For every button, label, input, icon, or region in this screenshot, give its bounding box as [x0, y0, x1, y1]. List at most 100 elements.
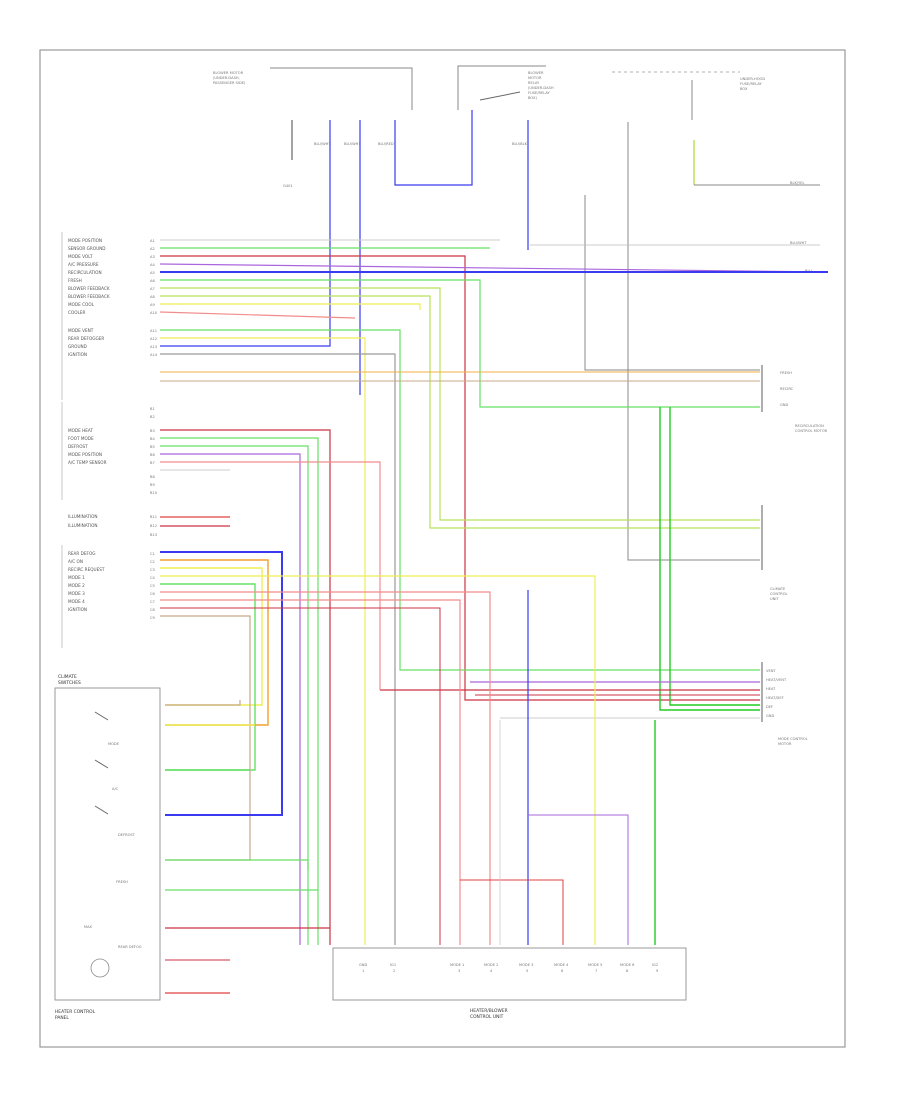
- svg-text:3: 3: [458, 969, 460, 973]
- svg-text:A/C ON: A/C ON: [68, 559, 83, 564]
- relay-label-2: MOTOR: [528, 76, 542, 80]
- pin-row: B9: [150, 483, 155, 487]
- relay-label-4: (UNDER-DASH: [528, 86, 554, 90]
- bottom-pin: MODE 68: [620, 963, 635, 973]
- mode-pin-1: VENT: [766, 669, 776, 673]
- pin-row: B1: [150, 407, 155, 411]
- svg-text:MODE 3: MODE 3: [68, 591, 85, 596]
- svg-text:A14: A14: [150, 353, 158, 357]
- svg-text:MODE 2: MODE 2: [484, 963, 498, 967]
- svg-text:SENSOR GROUND: SENSOR GROUND: [68, 246, 106, 251]
- heater-unit-label-1: HEATER CONTROL: [55, 1009, 96, 1015]
- hvac-label-3: UNIT: [770, 597, 779, 601]
- svg-text:6: 6: [561, 969, 564, 973]
- pin-row: MODE VOLT A3: [68, 254, 155, 259]
- pin-row: ILLUMINATION B11: [68, 514, 157, 519]
- svg-text:A2: A2: [150, 247, 155, 251]
- svg-text:A3: A3: [150, 255, 155, 259]
- hvac-label-2: CONTROL: [770, 592, 788, 596]
- relay-label-6: BOX): [528, 96, 537, 100]
- blower-motor-label-1: BLOWER MOTOR: [213, 71, 244, 75]
- fuse-box-block: UNDER-HOOD FUSE/RELAY BOX BLK/YEL: [612, 71, 820, 186]
- svg-text:B3: B3: [150, 429, 155, 433]
- svg-text:B9: B9: [150, 483, 155, 487]
- heater-unit-label-2: PANEL: [55, 1015, 69, 1021]
- svg-text:MODE 1: MODE 1: [68, 575, 85, 580]
- fuse-box-label-3: BOX: [740, 87, 748, 91]
- svg-text:REAR DEFOG: REAR DEFOG: [68, 551, 95, 556]
- switch-label-max: MAX: [84, 925, 93, 929]
- svg-text:COOLER: COOLER: [68, 310, 85, 315]
- mode-motor-label-2: MOTOR: [778, 742, 792, 746]
- svg-text:A13: A13: [150, 345, 157, 349]
- recirc-label-2: CONTROL MOTOR: [795, 429, 828, 433]
- svg-text:B11: B11: [150, 515, 157, 519]
- fuse-box-label-2: FUSE/RELAY: [740, 82, 762, 86]
- relay-label-1: BLOWER: [528, 71, 544, 75]
- footer-labels: HEATER CONTROL PANEL: [55, 1009, 96, 1021]
- bottom-pin: MODE 35: [519, 963, 533, 973]
- lower-harness: [160, 551, 596, 945]
- bottom-pin: MODE 4 6: [554, 963, 569, 973]
- svg-text:FRESH: FRESH: [68, 278, 82, 283]
- svg-text:MODE 1: MODE 1: [450, 963, 464, 967]
- relay-label-5: FUSE/RELAY: [528, 91, 550, 95]
- svg-text:IGNITION: IGNITION: [68, 352, 87, 357]
- svg-text:C7: C7: [150, 600, 155, 604]
- mode-pin-5: DEF: [766, 705, 773, 709]
- right-descenders: [460, 590, 656, 945]
- pin-row: SENSOR GROUND A2: [68, 246, 155, 251]
- svg-text:B8: B8: [150, 475, 155, 479]
- top-wire-label-1: BLU/WHT: [314, 142, 331, 146]
- blower-motor-label-2: (UNDER-DASH,: [213, 76, 240, 80]
- svg-text:MODE POSITION: MODE POSITION: [68, 238, 102, 243]
- recirc-pin-2: RECIRC: [780, 387, 794, 391]
- svg-text:MODE VENT: MODE VENT: [68, 328, 94, 333]
- svg-text:C4: C4: [150, 576, 156, 580]
- svg-text:B5: B5: [150, 445, 155, 449]
- mid-harness: [160, 429, 381, 945]
- hvac-label-1: CLIMATE: [770, 587, 786, 591]
- switch-label-ac: A/C: [112, 787, 119, 791]
- svg-text:MODE VOLT: MODE VOLT: [68, 254, 93, 259]
- svg-text:RECIRC REQUEST: RECIRC REQUEST: [68, 567, 105, 572]
- svg-text:2: 2: [393, 969, 395, 973]
- svg-text:BLOWER FEEDBACK: BLOWER FEEDBACK: [68, 294, 110, 299]
- top-wire-label-3: BLU/RED: [378, 142, 394, 146]
- svg-text:MODE 4: MODE 4: [554, 963, 569, 967]
- svg-text:BLOWER FEEDBACK: BLOWER FEEDBACK: [68, 286, 110, 291]
- svg-text:ILLUMINATION: ILLUMINATION: [68, 514, 98, 519]
- pin-row: B10: [150, 491, 158, 495]
- right-out-label-2: BLU/WHT: [790, 241, 807, 245]
- bottom-pin: MODE 2 4: [484, 963, 498, 973]
- svg-text:MODE POSITION: MODE POSITION: [68, 452, 102, 457]
- svg-text:C3: C3: [150, 568, 155, 572]
- svg-text:IG1: IG1: [390, 963, 396, 967]
- svg-text:A10: A10: [150, 311, 158, 315]
- svg-text:4: 4: [490, 969, 493, 973]
- green-risers: [659, 407, 760, 711]
- svg-text:MODE 3: MODE 3: [519, 963, 533, 967]
- pin-row: B13: [150, 533, 157, 537]
- recirc-label-1: RECIRCULATION: [795, 424, 824, 428]
- svg-text:7: 7: [595, 969, 597, 973]
- svg-text:MODE HEAT: MODE HEAT: [68, 428, 93, 433]
- pin-row: IGNITION A14: [68, 352, 158, 357]
- top-wire-label-2: BLU/WHT: [344, 142, 361, 146]
- svg-text:C9: C9: [150, 616, 156, 620]
- svg-text:A6: A6: [150, 279, 155, 283]
- switch-label-rear: REAR DEFOG: [118, 945, 142, 949]
